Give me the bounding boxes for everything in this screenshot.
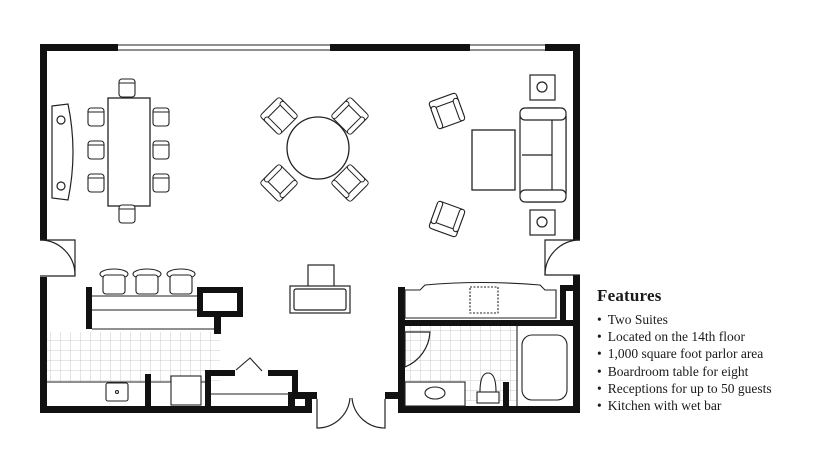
bath-fixtures <box>404 281 568 407</box>
feature-item: Receptions for up to 50 guests <box>597 380 772 397</box>
feature-item: Boardroom table for eight <box>597 363 772 380</box>
features-list: Two Suites Located on the 14th floor 1,0… <box>597 311 772 414</box>
feature-item: Located on the 14th floor <box>597 328 772 345</box>
kitchen-tile-floor <box>47 332 220 382</box>
windows <box>118 44 545 51</box>
feature-item: 1,000 square foot parlor area <box>597 345 772 362</box>
desk <box>289 264 351 314</box>
features-title: Features <box>597 286 662 305</box>
walls <box>40 44 580 413</box>
credenza <box>51 103 74 201</box>
feature-item: Two Suites <box>597 311 772 328</box>
round-table <box>259 96 370 203</box>
lounge <box>428 74 567 238</box>
feature-item: Kitchen with wet bar <box>597 397 772 414</box>
features-panel: Features Two Suites Located on the 14th … <box>597 286 772 414</box>
kitchen-fixtures <box>47 268 292 406</box>
boardroom-table <box>87 78 170 224</box>
doors <box>39 239 581 429</box>
